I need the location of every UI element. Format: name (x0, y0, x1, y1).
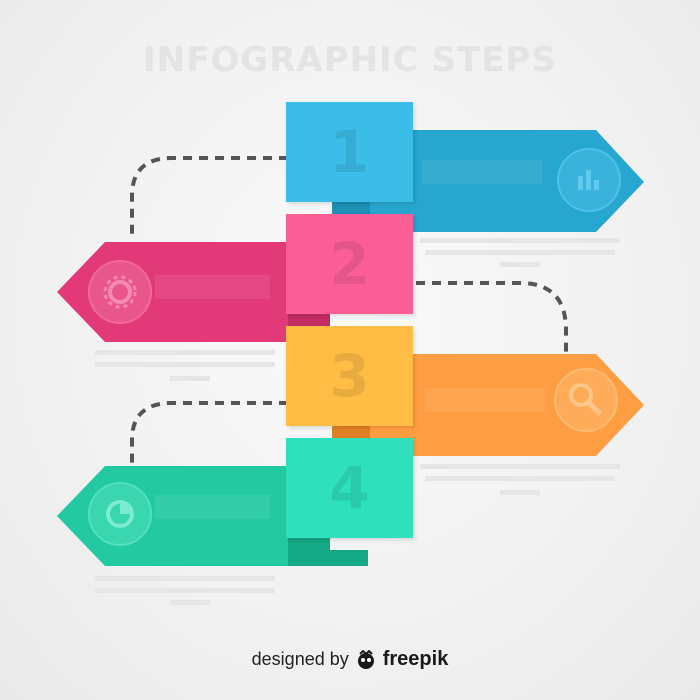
credit-brand: freepik (382, 648, 449, 670)
infographic-title: INFOGRAPHIC STEPS (143, 40, 557, 80)
arrow-4-heading-placeholder (155, 495, 270, 519)
step-2-box: 2 (286, 214, 413, 314)
connector-1-2 (130, 156, 288, 240)
step-4-box: 4 (286, 438, 413, 538)
arrow-step-4 (57, 466, 368, 566)
step-3-box: 3 (286, 326, 413, 426)
connector-2-3 (416, 281, 568, 355)
step-3-number: 3 (329, 342, 370, 410)
connector-3-4 (130, 401, 288, 465)
arrow-2-heading-placeholder (155, 275, 270, 299)
arrow-step-1 (332, 130, 644, 232)
freepik-logo-icon (357, 649, 374, 669)
arrow-1-heading-placeholder (422, 160, 542, 184)
step-1-box: 1 (286, 102, 413, 202)
step-1-number: 1 (329, 118, 370, 186)
credit-prefix: designed by (251, 649, 349, 669)
step-4-number: 4 (329, 454, 370, 522)
arrow-3-heading-placeholder (425, 388, 545, 412)
credit-line: designed by freepik (0, 648, 700, 671)
placeholder-text-lines (95, 238, 620, 605)
magnifier-icon (554, 368, 618, 432)
step-2-number: 2 (329, 230, 370, 298)
gear-icon (88, 260, 152, 324)
